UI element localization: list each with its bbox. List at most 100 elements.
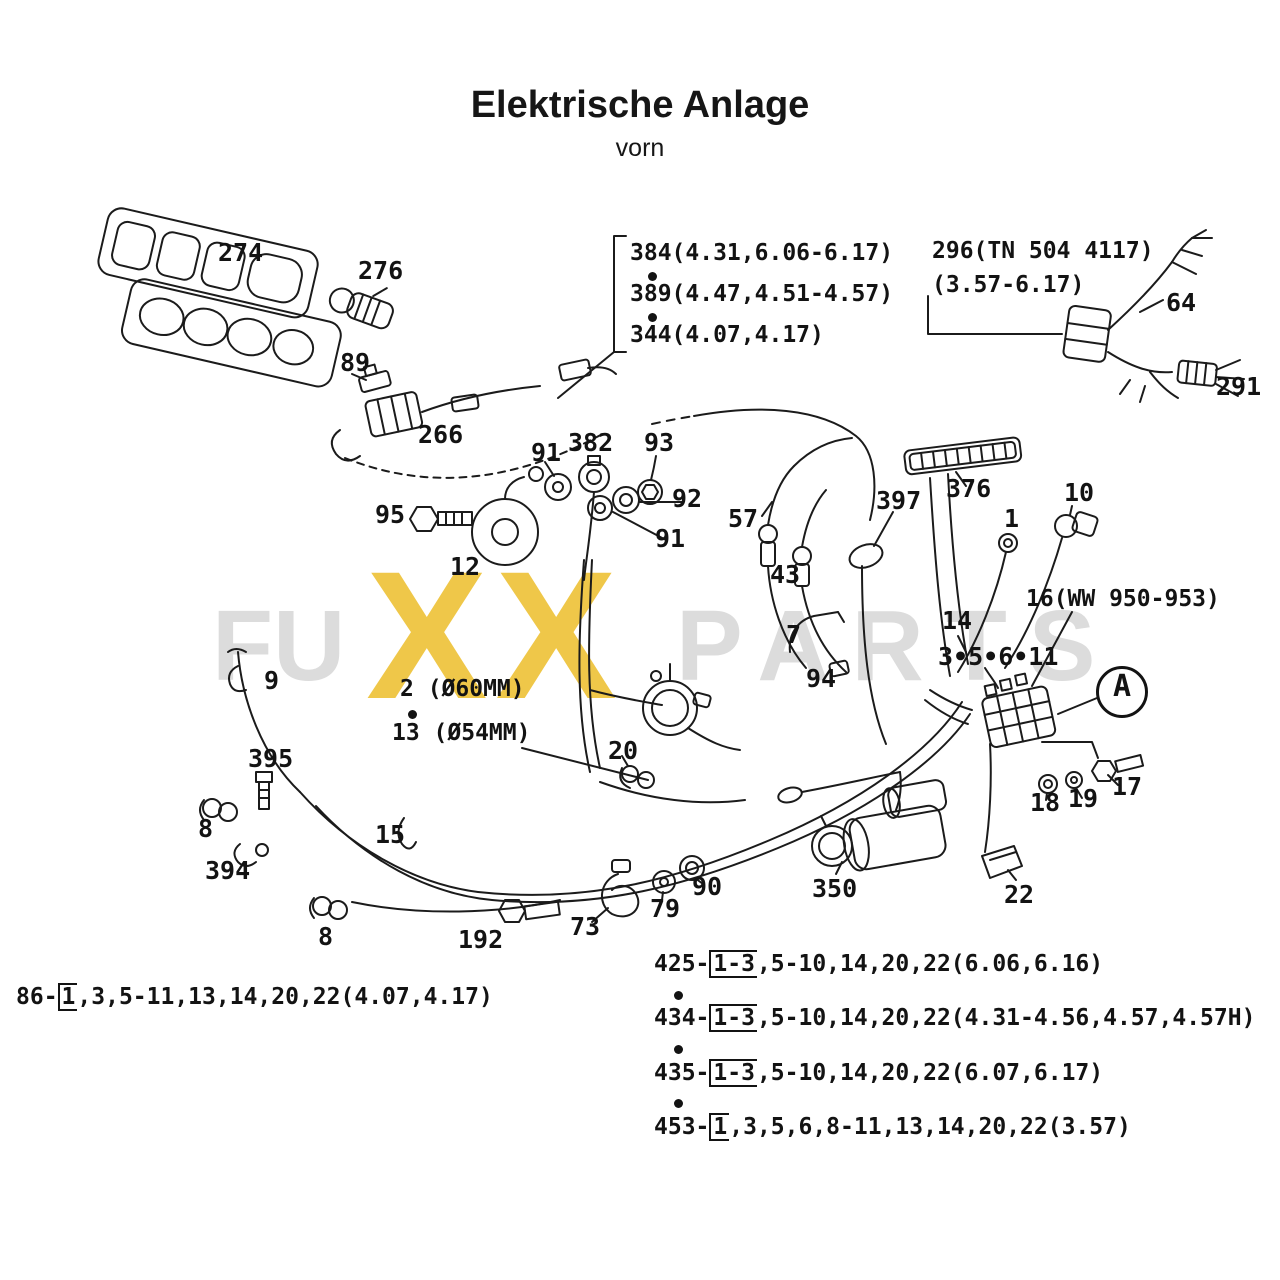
part-label-3-5-6-11: 3•5•6•11 <box>938 642 1059 671</box>
loop-397-drawing <box>651 408 894 745</box>
part-label-17: 17 <box>1112 772 1143 801</box>
harness-64-drawing <box>1107 229 1213 403</box>
clamp-20-drawing <box>619 755 655 789</box>
part-label-79: 79 <box>650 894 681 923</box>
reference-circle-a: A <box>1096 666 1148 718</box>
callout-434-rest: ,5-10,14,20,22(4.31-4.56,4.57,4.57H) <box>756 1005 1256 1031</box>
callout-434-prefix: 434- <box>654 1005 710 1031</box>
part-label-90: 90 <box>692 872 723 901</box>
part-label-8b: 8 <box>318 922 334 951</box>
page-title: Elektrische Anlage <box>470 84 810 126</box>
coil-drawing <box>521 663 741 781</box>
part-label-22: 22 <box>1004 880 1035 909</box>
part-label-276: 276 <box>358 256 404 285</box>
callout-453: 453-1,3,5,6,8-11,13,14,20,22(3.57) <box>654 1113 1131 1142</box>
main-harness-drawing <box>237 651 971 913</box>
washer-cluster-drawing <box>544 455 684 581</box>
variant-line-296: 296(TN 504 4117) <box>932 238 1154 264</box>
part-label-382: 382 <box>568 428 614 457</box>
callout-86-prefix: 86- <box>16 984 58 1010</box>
bullet-dot <box>408 710 417 719</box>
part-label-13: 13 (Ø54MM) <box>392 720 531 746</box>
part-label-192: 192 <box>458 925 504 954</box>
part-label-73: 73 <box>570 912 601 941</box>
callout-453-prefix: 453- <box>654 1114 710 1140</box>
callout-434: 434-1-3,5-10,14,20,22(4.31-4.56,4.57,4.5… <box>654 1004 1256 1033</box>
part-label-376: 376 <box>946 474 992 503</box>
callout-425: 425-1-3,5-10,14,20,22(6.06,6.16) <box>654 950 1104 979</box>
part-label-350: 350 <box>812 874 858 903</box>
connector-291-drawing <box>1176 359 1245 397</box>
connector-89-drawing <box>351 363 392 393</box>
bullet-dot <box>674 991 683 1000</box>
variant-box-bracket <box>557 235 627 399</box>
bracket-7-drawing <box>788 611 850 678</box>
part-label-274: 274 <box>218 238 264 267</box>
part-label-92: 92 <box>672 484 703 513</box>
part-label-12: 12 <box>450 552 481 581</box>
callout-453-rest: ,3,5,6,8-11,13,14,20,22(3.57) <box>729 1114 1131 1140</box>
callout-453-boxed: 1 <box>709 1113 730 1142</box>
rail-376-drawing <box>903 436 1023 677</box>
grille-drawing <box>97 207 342 388</box>
part-label-10: 10 <box>1064 478 1095 507</box>
part-label-57: 57 <box>728 504 759 533</box>
plug-276-drawing <box>328 287 394 330</box>
sensor-1-10-drawing <box>957 505 1099 673</box>
part-label-93: 93 <box>644 428 675 457</box>
part-label-89: 89 <box>340 348 371 377</box>
bottom-left-hardware-drawing <box>199 771 705 923</box>
part-label-18: 18 <box>1030 788 1061 817</box>
part-label-91b: 91 <box>655 524 686 553</box>
watermark-fu: FU <box>212 590 346 702</box>
variant-line-296b: (3.57-6.17) <box>932 272 1085 298</box>
part-label-91a: 91 <box>531 438 562 467</box>
part-label-397: 397 <box>876 486 922 515</box>
part-label-7: 7 <box>786 620 802 649</box>
callout-425-prefix: 425- <box>654 951 710 977</box>
part-label-9: 9 <box>264 666 280 695</box>
part-label-19: 19 <box>1068 784 1099 813</box>
part-label-16: 16(WW 950-953) <box>1026 586 1220 612</box>
watermark-xx: XX <box>366 533 625 737</box>
part-label-64: 64 <box>1166 288 1197 317</box>
connector-296-drawing <box>927 295 1112 363</box>
variant-line-389: 389(4.47,4.51-4.57) <box>630 281 894 307</box>
bullet-dot <box>648 272 657 281</box>
clip-9-drawing <box>227 648 247 693</box>
part-label-8a: 8 <box>198 814 214 843</box>
bullet-dot <box>674 1045 683 1054</box>
callout-435: 435-1-3,5-10,14,20,22(6.07,6.17) <box>654 1059 1104 1088</box>
callout-435-prefix: 435- <box>654 1060 710 1086</box>
callout-425-rest: ,5-10,14,20,22(6.06,6.16) <box>756 951 1104 977</box>
callout-425-boxed: 1-3 <box>709 950 757 979</box>
part-label-15: 15 <box>375 820 406 849</box>
variant-line-384: 384(4.31,6.06-6.17) <box>630 240 894 266</box>
part-label-20: 20 <box>608 736 639 765</box>
part-label-1: 1 <box>1004 504 1020 533</box>
page-subtitle: vorn <box>615 134 665 162</box>
part-label-95: 95 <box>375 500 406 529</box>
bullet-dot <box>674 1099 683 1108</box>
part-label-14: 14 <box>942 606 973 635</box>
part-label-94: 94 <box>806 664 837 693</box>
horn-12-drawing <box>409 466 544 566</box>
bullet-dot <box>648 313 657 322</box>
callout-435-boxed: 1-3 <box>709 1059 757 1088</box>
starter-350-drawing <box>811 779 1023 881</box>
part-label-394: 394 <box>205 856 251 885</box>
relay-266-drawing <box>330 358 617 479</box>
part-label-43: 43 <box>770 560 801 589</box>
part-label-291: 291 <box>1216 372 1262 401</box>
bolt-17-18-19-drawing <box>1038 741 1145 801</box>
callout-434-boxed: 1-3 <box>709 1004 757 1033</box>
callout-86: 86-1,3,5-11,13,14,20,22(4.07,4.17) <box>16 983 493 1012</box>
center-harness-drawing <box>578 559 901 804</box>
part-label-395: 395 <box>248 744 294 773</box>
variant-line-344: 344(4.07,4.17) <box>630 322 824 348</box>
plug-57-43-drawing <box>758 437 853 673</box>
callout-435-rest: ,5-10,14,20,22(6.07,6.17) <box>756 1060 1104 1086</box>
part-label-2: 2 (Ø60MM) <box>400 676 525 702</box>
